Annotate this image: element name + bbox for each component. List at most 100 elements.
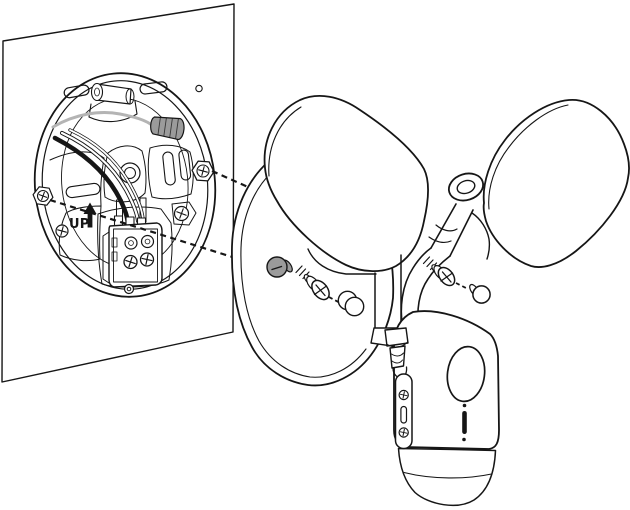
detail-line bbox=[104, 192, 146, 203]
joint-collar bbox=[384, 327, 409, 347]
arm-fork-edge bbox=[471, 212, 491, 260]
plate-hole bbox=[123, 283, 135, 295]
phillips-mark bbox=[198, 166, 208, 176]
screw-axis-dashes bbox=[328, 296, 343, 305]
phillips-mark bbox=[313, 284, 328, 297]
floodlight-stem bbox=[374, 254, 402, 329]
gray-screw-cap bbox=[266, 256, 288, 278]
phillips-mark bbox=[38, 191, 48, 201]
plate-hole bbox=[195, 84, 203, 93]
up-marking: UP bbox=[69, 202, 97, 232]
plate-slot bbox=[178, 149, 192, 181]
cross bbox=[141, 254, 153, 265]
arm-edge bbox=[449, 209, 474, 257]
wire-clamp-hole bbox=[128, 240, 134, 246]
camera-bottom-cap bbox=[397, 447, 497, 507]
plate-slot bbox=[65, 182, 101, 199]
side-button-panel bbox=[394, 373, 413, 450]
floodlight-rim bbox=[488, 104, 569, 210]
cross bbox=[57, 226, 67, 236]
up-arrow-icon bbox=[83, 202, 97, 228]
alignment-dashed-line bbox=[211, 169, 249, 189]
clamp-end bbox=[90, 82, 104, 102]
cable-clamp bbox=[88, 82, 138, 123]
cross bbox=[198, 166, 208, 176]
clamp-end-right bbox=[125, 88, 135, 105]
up-label: UP bbox=[69, 217, 89, 232]
camera-mount-joint bbox=[384, 327, 409, 379]
round-mounting-plate: UP bbox=[32, 72, 217, 298]
camera-lens bbox=[446, 345, 486, 403]
joint-band bbox=[391, 352, 404, 364]
cross bbox=[399, 428, 408, 437]
plate-slot bbox=[63, 84, 90, 99]
cross bbox=[125, 256, 136, 268]
cross bbox=[38, 191, 48, 201]
panel-screw bbox=[398, 389, 409, 401]
joint-neck bbox=[389, 345, 406, 369]
block-side-face bbox=[102, 231, 110, 284]
arm-band bbox=[435, 224, 458, 232]
wire-clamp bbox=[140, 234, 155, 249]
clamp-bracket bbox=[88, 100, 138, 123]
backplate-rim bbox=[240, 171, 367, 378]
terminal-block bbox=[102, 215, 163, 288]
clamp-end-hole bbox=[94, 87, 100, 97]
right-wing-outline bbox=[147, 144, 194, 200]
screw-set-right bbox=[422, 256, 491, 304]
panel-screw bbox=[398, 427, 409, 438]
plate-slot bbox=[162, 151, 176, 186]
arm-ring-hole bbox=[456, 179, 476, 195]
cross bbox=[399, 391, 408, 399]
screw-set-left bbox=[266, 256, 365, 317]
phillips-mark bbox=[141, 254, 153, 265]
floodlight-rim bbox=[268, 106, 302, 177]
alignment-dashed-line bbox=[49, 198, 259, 267]
gray-supply-wire bbox=[51, 111, 155, 129]
plate-slot bbox=[139, 81, 168, 95]
white-power-wire-core bbox=[69, 129, 144, 220]
indicator-dot bbox=[462, 403, 467, 408]
arm-edge bbox=[430, 203, 457, 249]
wire-clamp bbox=[124, 236, 138, 250]
up-panel-outline bbox=[58, 205, 102, 262]
white-power-wire-core bbox=[60, 131, 140, 223]
cap-slot-mark bbox=[271, 265, 283, 271]
floodlight-face bbox=[263, 95, 430, 273]
wire-nut-body bbox=[150, 116, 185, 141]
indicator-dot bbox=[462, 437, 466, 442]
screw-post-hole bbox=[344, 296, 365, 317]
block-inner-frame bbox=[113, 228, 158, 283]
detail-line bbox=[107, 145, 143, 154]
camera-unit bbox=[384, 310, 500, 507]
wire-clamp-hole bbox=[144, 238, 151, 245]
panel-slot bbox=[400, 405, 408, 424]
cross bbox=[176, 208, 187, 219]
screw-axis-dashes bbox=[455, 282, 469, 290]
white-screw-cap bbox=[472, 285, 491, 304]
screw-tab bbox=[171, 201, 197, 226]
wire-nut-ribs bbox=[157, 117, 179, 140]
terminal-mount-outline bbox=[97, 206, 173, 288]
block-detail bbox=[111, 237, 118, 248]
phillips-mark bbox=[399, 428, 408, 437]
black-power-wire bbox=[52, 135, 131, 226]
floodlight-panel-left bbox=[263, 95, 430, 348]
indicator-bar bbox=[462, 411, 467, 434]
floodlight-face bbox=[482, 99, 630, 268]
pivot-arm bbox=[400, 172, 491, 331]
floodlight-panel-right bbox=[482, 99, 630, 268]
phillips-mark bbox=[440, 271, 454, 283]
arm-band bbox=[428, 236, 452, 243]
phillips-mark bbox=[125, 256, 136, 268]
status-indicator bbox=[462, 403, 467, 442]
floodlight-housing-edge bbox=[307, 248, 377, 275]
plate-hole-center bbox=[126, 286, 132, 292]
detail-line bbox=[141, 150, 147, 194]
bottom-cap-seam bbox=[403, 471, 493, 479]
block-detail bbox=[111, 251, 118, 262]
phillips-mark bbox=[57, 226, 67, 236]
power-wires bbox=[52, 128, 145, 226]
